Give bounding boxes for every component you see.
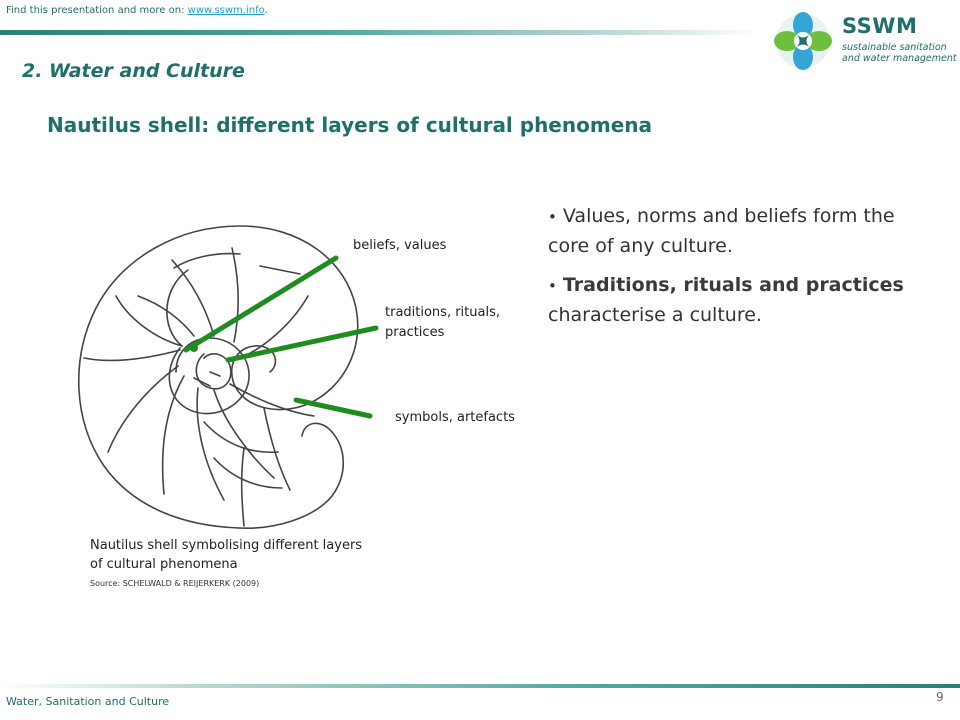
bullet-item-2: • Traditions, rituals and practices char… [548,271,908,330]
bullet-dot-icon: • [548,208,557,226]
bullet-2-rest: characterise a culture. [548,304,762,326]
bullet-1-text: Values, norms and beliefs form the core … [548,205,895,257]
label-traditions-line2: practices [385,325,445,340]
pointer-line-beliefs [183,255,339,353]
section-title: 2. Water and Culture [22,60,245,82]
sswm-link[interactable]: www.sswm.info [187,5,265,16]
nautilus-shell-illustration [77,225,379,530]
bottom-rule [0,684,960,688]
pointer-dot-core [190,344,198,352]
pointer-line-traditions [225,325,379,363]
label-traditions-line1: traditions, rituals, [385,305,500,320]
label-traditions: traditions, rituals, practices [385,303,545,343]
logo-title: SSWM [842,14,918,38]
figure-caption-line1: Nautilus shell symbolising different lay… [90,538,363,553]
bullet-2-bold: Traditions, rituals and practices [562,274,904,296]
logo-subtitle-line2: and water management [842,53,957,64]
label-symbols-artefacts: symbols, artefacts [395,410,515,425]
figure-source: Source: SCHELWALD & REIJERKERK (2009) [90,579,260,588]
header-find-text: Find this presentation and more on: [6,5,188,16]
header-text: Find this presentation and more on: www.… [6,5,268,16]
figure-caption: Nautilus shell symbolising different lay… [90,536,362,574]
pointer-line-symbols [293,397,373,419]
sswm-logo-icon [774,12,832,70]
label-beliefs-values: beliefs, values [353,238,447,253]
logo-subtitle-line1: sustainable sanitation [842,42,947,53]
slide-title: Nautilus shell: different layers of cult… [47,113,652,137]
footer-title: Water, Sanitation and Culture [6,695,170,708]
header-link-suffix: . [264,5,268,16]
top-rule [0,30,760,35]
page-number: 9 [936,690,944,704]
figure-caption-line2: of cultural phenomena [90,557,238,572]
bullet-dot-icon: • [548,277,557,295]
bullet-item-1: • Values, norms and beliefs form the cor… [548,202,908,261]
bullet-list: • Values, norms and beliefs form the cor… [548,202,908,340]
